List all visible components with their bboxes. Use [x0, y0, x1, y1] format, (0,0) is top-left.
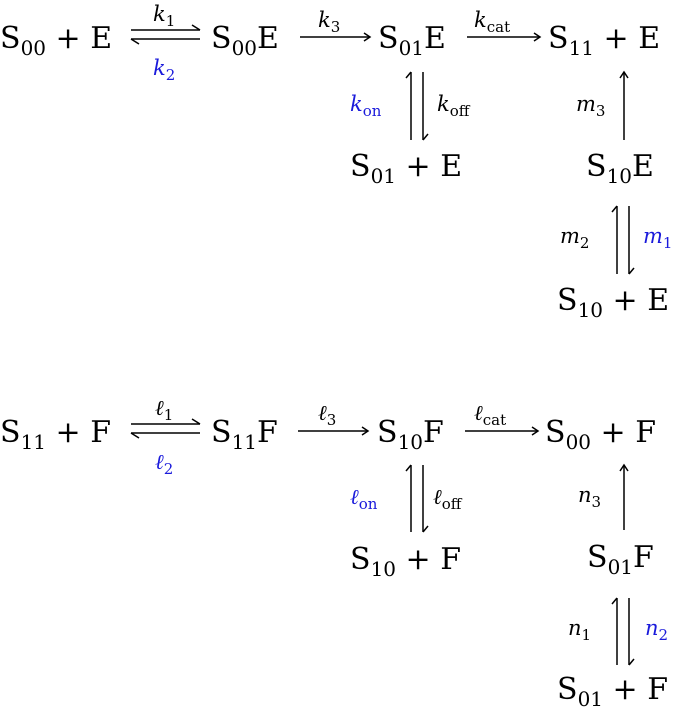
- species-s01e: S01E: [378, 21, 446, 60]
- species-s11-plus-f: S11 + F: [0, 415, 112, 454]
- rate-l3: ℓ3: [318, 401, 337, 429]
- arrow-l2-reverse: [130, 432, 200, 439]
- arrow-n2-down: [628, 598, 635, 666]
- arrow-n3-up: [619, 463, 629, 530]
- rate-n1: n1: [568, 616, 592, 644]
- species-s11-plus-e: S11 + E: [548, 21, 661, 60]
- rate-l1: ℓ1: [155, 396, 174, 424]
- arrow-k3: [300, 32, 372, 42]
- rate-lcat: ℓcat: [474, 401, 507, 429]
- species-s11f: S11F: [211, 415, 278, 454]
- rate-m1: m1: [643, 224, 673, 252]
- arrow-lcat: [465, 426, 540, 436]
- species-s10f: S10F: [377, 415, 444, 454]
- species-s10-plus-e: S10 + E: [557, 283, 670, 322]
- rate-n2: n2: [645, 616, 669, 644]
- arrow-l1-forward: [131, 418, 201, 425]
- rate-k3: k3: [318, 8, 341, 36]
- arrow-k2-reverse: [130, 38, 200, 45]
- rate-m2: m2: [560, 224, 590, 252]
- arrow-n1-up: [611, 597, 618, 665]
- species-s01-plus-e: S01 + E: [350, 149, 463, 188]
- arrow-l3: [298, 426, 370, 436]
- rate-kon: kon: [350, 92, 382, 120]
- rate-loff: ℓoff: [433, 485, 462, 513]
- rate-kcat: kcat: [474, 8, 511, 36]
- rate-k1: k1: [153, 2, 176, 30]
- species-s01f: S01F: [587, 540, 654, 579]
- arrow-kcat: [467, 32, 542, 42]
- rate-lon: ℓon: [350, 485, 378, 513]
- arrow-k1-forward: [131, 24, 201, 31]
- arrow-m2-up: [611, 205, 618, 274]
- species-s10-plus-f: S10 + F: [350, 542, 462, 581]
- species-s00e: S00E: [211, 21, 279, 60]
- species-s10e: S10E: [586, 149, 654, 188]
- species-s00-plus-f: S00 + F: [545, 415, 657, 454]
- arrow-m1-down: [628, 206, 635, 275]
- arrow-loff-down: [422, 465, 429, 533]
- rate-koff: koff: [437, 92, 470, 120]
- species-s00-plus-e: S00 + E: [0, 21, 113, 60]
- rate-l2: ℓ2: [155, 450, 174, 478]
- arrow-koff-down: [422, 72, 429, 141]
- rate-n3: n3: [578, 483, 602, 511]
- rate-k2: k2: [153, 56, 176, 84]
- arrow-m3-up: [619, 70, 629, 140]
- species-s01-plus-f: S01 + F: [557, 672, 669, 711]
- arrow-lon-up: [405, 464, 412, 532]
- arrow-kon-up: [405, 71, 412, 140]
- rate-m3: m3: [576, 92, 606, 120]
